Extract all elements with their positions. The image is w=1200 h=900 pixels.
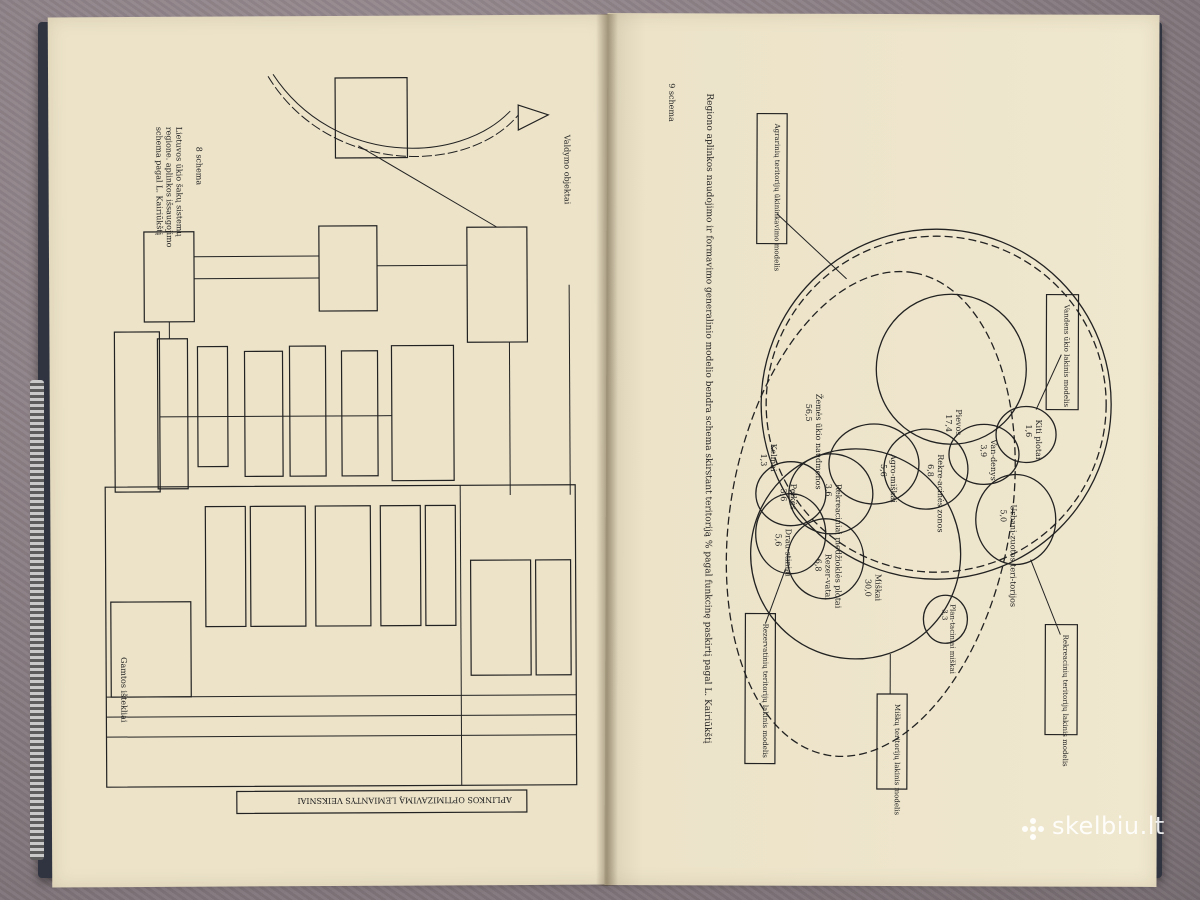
svg-text:Rekre-acinės zonos: Rekre-acinės zonos (936, 454, 945, 532)
water-model-box (1045, 293, 1080, 411)
svg-text:Plan-taciniai miškai: Plan-taciniai miškai (948, 604, 957, 674)
svg-text:56,5: 56,5 (804, 404, 813, 422)
forests-circle (749, 448, 962, 660)
svg-text:Rezer-vatai: Rezer-vatai (823, 554, 832, 601)
control-organ-box (334, 76, 409, 159)
mid-box-3 (196, 345, 229, 468)
svg-text:Agro-miškai: Agro-miškai (889, 453, 898, 503)
model-box-2 (318, 225, 378, 312)
svg-text:Van-denys: Van-denys (989, 438, 998, 480)
svg-text:5,6: 5,6 (774, 534, 783, 547)
svg-text:5,0: 5,0 (999, 509, 1008, 522)
svg-text:Miškai: Miškai (873, 574, 882, 602)
mid-box-4 (243, 350, 284, 478)
svg-text:Rekreacinių teritorijų lakinis: Rekreacinių teritorijų lakinis modelis (1061, 635, 1069, 767)
svg-text:3,9: 3,9 (979, 444, 988, 457)
right-caption: Regiono aplinkos naudojimo ir formavimo … (702, 93, 715, 743)
watermark-logo-icon (1022, 818, 1044, 840)
svg-text:Pelkės: Pelkės (789, 484, 798, 510)
svg-text:5,6: 5,6 (879, 464, 888, 477)
mid-box-5 (288, 345, 327, 477)
forest-model-box (876, 693, 908, 790)
agri-land-circle (760, 228, 1112, 580)
right-scheme-label: 9 schema (667, 83, 676, 122)
svg-text:Drau-stiniai: Drau-stiniai (784, 529, 793, 577)
mid-box-2 (156, 338, 189, 490)
mid-box-1 (113, 331, 161, 493)
reserve-model-box (744, 612, 777, 765)
svg-text:schema pagal L. Kairiūkštį: schema pagal L. Kairiūkštį (154, 127, 164, 236)
factors-frame (104, 484, 578, 788)
svg-text:Kelmai: Kelmai (769, 444, 778, 472)
svg-text:1,3: 1,3 (759, 454, 768, 467)
svg-text:3,6: 3,6 (779, 489, 788, 502)
svg-text:Lietuvos ūkio šakų sistemų: Lietuvos ūkio šakų sistemų (174, 127, 184, 238)
svg-text:1,6: 1,6 (1024, 424, 1033, 437)
svg-text:6,8: 6,8 (814, 559, 823, 572)
watermark-text: skelbiu.lt (1052, 812, 1165, 840)
book-gutter (596, 14, 618, 886)
mid-box-7 (390, 344, 455, 482)
left-page-title: APLINKOS OPTIMIZAVIMĄ LEMIANTYS VEIKSNIA… (297, 795, 512, 805)
svg-text:Agrarinių teritorijų ūkininkav: Agrarinių teritorijų ūkininkavimo modeli… (773, 123, 782, 272)
book-binding (30, 380, 44, 860)
svg-text:17,4: 17,4 (944, 414, 953, 432)
model-box-3 (466, 226, 529, 343)
svg-text:Rezervatinių teritorijų lakini: Rezervatinių teritorijų lakinis modelis (761, 624, 769, 759)
svg-text:30,0: 30,0 (863, 579, 872, 597)
svg-text:Kiti plotai: Kiti plotai (1034, 420, 1043, 460)
recreation-model-box (1044, 623, 1078, 736)
svg-text:Pievos: Pievos (954, 409, 963, 435)
svg-text:regione. aplinkos išsaugojimo: regione. aplinkos išsaugojimo (164, 127, 174, 248)
svg-text:Žemės ūkio naudmenos: Žemės ūkio naudmenos (814, 394, 823, 490)
svg-text:Miškų teritorijų lakinis model: Miškų teritorijų lakinis modelis (893, 704, 902, 815)
svg-text:Rekreaciniai medžioklės plotai: Rekreaciniai medžioklės plotai (833, 484, 842, 609)
right-page: 9 schema Regiono aplinkos naudojimo ir f… (604, 13, 1160, 887)
left-page: 8 schema Lietuvos ūkio šakų sistemų regi… (47, 14, 613, 888)
svg-text:Vandens ūkio lakinis modelis: Vandens ūkio lakinis modelis (1062, 304, 1070, 408)
svg-text:Urbani-zuotos teri-torijos: Urbani-zuotos teri-torijos (1008, 504, 1017, 607)
svg-text:3,6: 3,6 (824, 484, 833, 497)
left-scheme-label: 8 schema (194, 147, 203, 186)
dashed-boundary (725, 270, 1016, 758)
svg-text:Valdymo objektai: Valdymo objektai (562, 134, 571, 205)
svg-text:Gamtos ištekliai: Gamtos ištekliai (119, 657, 128, 723)
left-page-diagram: 8 schema Lietuvos ūkio šakų sistemų regi… (104, 74, 578, 815)
svg-text:3,3: 3,3 (940, 609, 948, 620)
left-title-box (236, 789, 528, 815)
right-page-diagram: 9 schema Regiono aplinkos naudojimo ir f… (667, 83, 1112, 816)
mid-box-6 (340, 350, 379, 477)
agrarian-model-box (756, 112, 788, 245)
svg-text:6,8: 6,8 (926, 464, 935, 477)
